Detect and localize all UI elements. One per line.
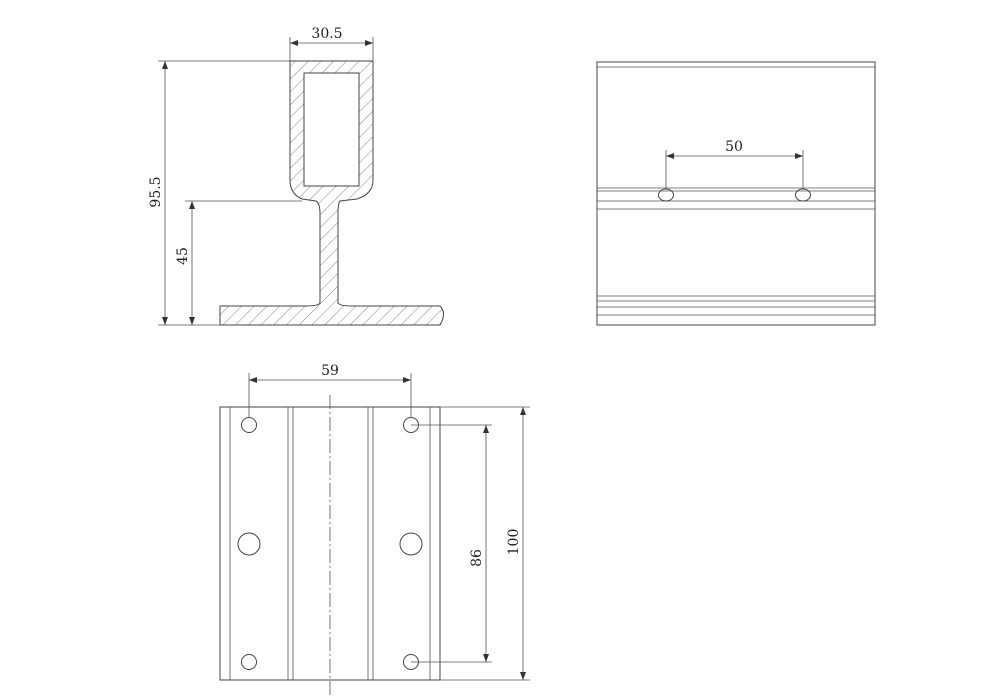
- plan-view: 59 86 100: [219, 363, 530, 697]
- dim-hole-spacing-side: 50: [725, 139, 743, 155]
- plate-hole-top-left: [241, 417, 257, 433]
- dim-height-total: 95.5: [148, 176, 164, 207]
- plate-hole-bottom-left: [241, 654, 257, 670]
- dim-width-top: 30.5: [311, 26, 342, 42]
- dim-plate-hole-vertical: 86: [469, 549, 485, 567]
- dim-plate-length: 100: [506, 529, 522, 556]
- dim-hole-spacing-plate: 59: [321, 363, 339, 379]
- plate-hole-mid-left: [237, 532, 261, 556]
- profile-section: [219, 60, 444, 326]
- side-view: 50: [596, 61, 876, 326]
- dim-height-stem: 45: [175, 247, 191, 265]
- plate-hole-mid-right: [399, 532, 423, 556]
- cross-section-view: 30.5 95.5 45: [148, 26, 444, 326]
